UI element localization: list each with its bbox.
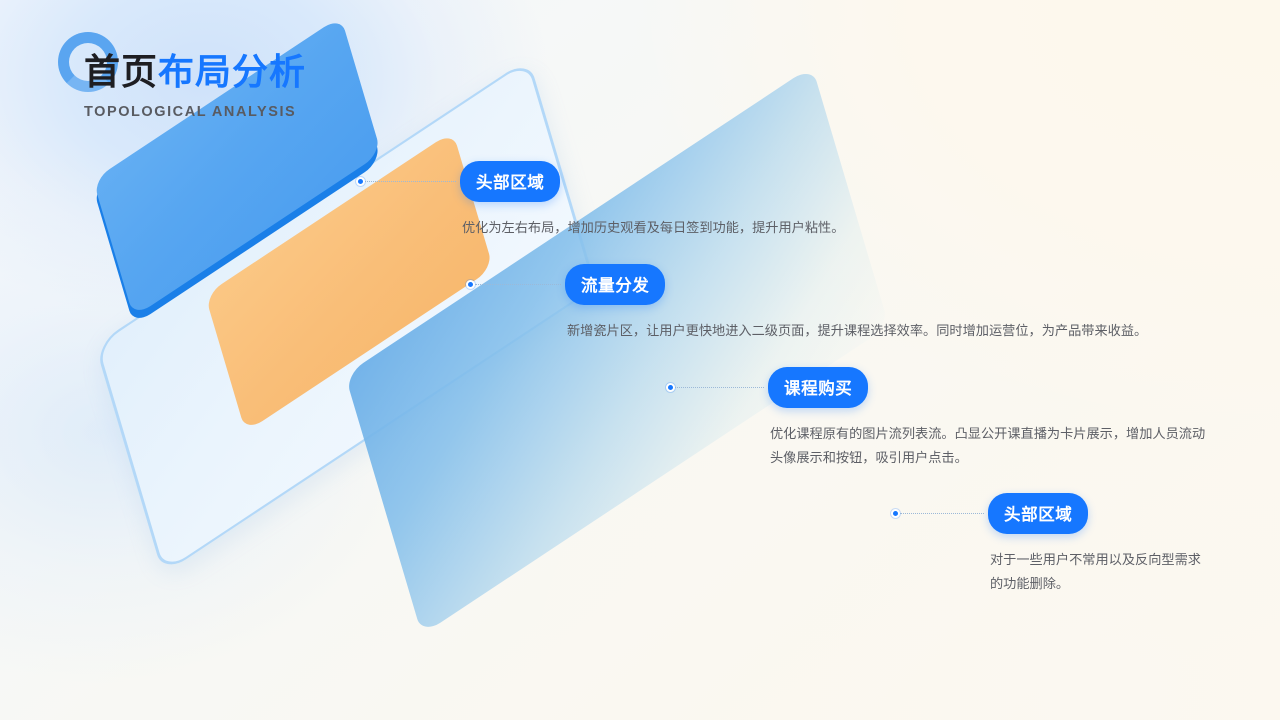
callout-4-badge[interactable]: 头部区域 <box>988 493 1089 534</box>
callout-4-connector <box>891 509 984 518</box>
connector-line <box>900 513 984 514</box>
callout-4: 头部区域 对于一些用户不常用以及反向型需求的功能删除。 <box>891 493 1214 597</box>
callout-3-connector <box>666 383 764 392</box>
callout-1-badge[interactable]: 头部区域 <box>460 161 561 202</box>
ring-logo-icon <box>58 32 118 92</box>
connector-dot-icon <box>666 383 675 392</box>
connector-dot-icon <box>466 280 475 289</box>
callout-3: 课程购买 优化课程原有的图片流列表流。凸显公开课直播为卡片展示，增加人员流动头像… <box>666 367 1210 471</box>
page-title-accent: 布局分析 <box>158 51 307 92</box>
callout-3-description: 优化课程原有的图片流列表流。凸显公开课直播为卡片展示，增加人员流动头像展示和按钮… <box>770 426 1206 466</box>
slide-header: 首页布局分析 TOPOLOGICAL ANALYSIS <box>56 26 306 120</box>
callout-2-connector <box>466 280 561 289</box>
connector-line <box>365 181 456 182</box>
page-title-primary: 首页 <box>84 51 159 92</box>
connector-dot-icon <box>891 509 900 518</box>
callout-1-connector <box>356 177 456 186</box>
callout-3-badge[interactable]: 课程购买 <box>768 367 869 408</box>
callout-2-badge[interactable]: 流量分发 <box>565 264 666 305</box>
callout-4-description: 对于一些用户不常用以及反向型需求的功能删除。 <box>990 552 1201 592</box>
connector-dot-icon <box>356 177 365 186</box>
connector-line <box>475 284 561 285</box>
callout-2: 流量分发 新增瓷片区，让用户更快地进入二级页面，提升课程选择效率。同时增加运营位… <box>466 264 1187 343</box>
callout-1: 头部区域 优化为左右布局，增加历史观看及每日签到功能，提升用户粘性。 <box>356 161 882 240</box>
connector-line <box>675 387 764 388</box>
page-title: 首页布局分析 <box>84 54 306 90</box>
page-subtitle: TOPOLOGICAL ANALYSIS <box>84 104 297 120</box>
callout-1-description: 优化为左右布局，增加历史观看及每日签到功能，提升用户粘性。 <box>462 220 845 235</box>
callout-2-description: 新增瓷片区，让用户更快地进入二级页面，提升课程选择效率。同时增加运营位，为产品带… <box>567 323 1148 338</box>
